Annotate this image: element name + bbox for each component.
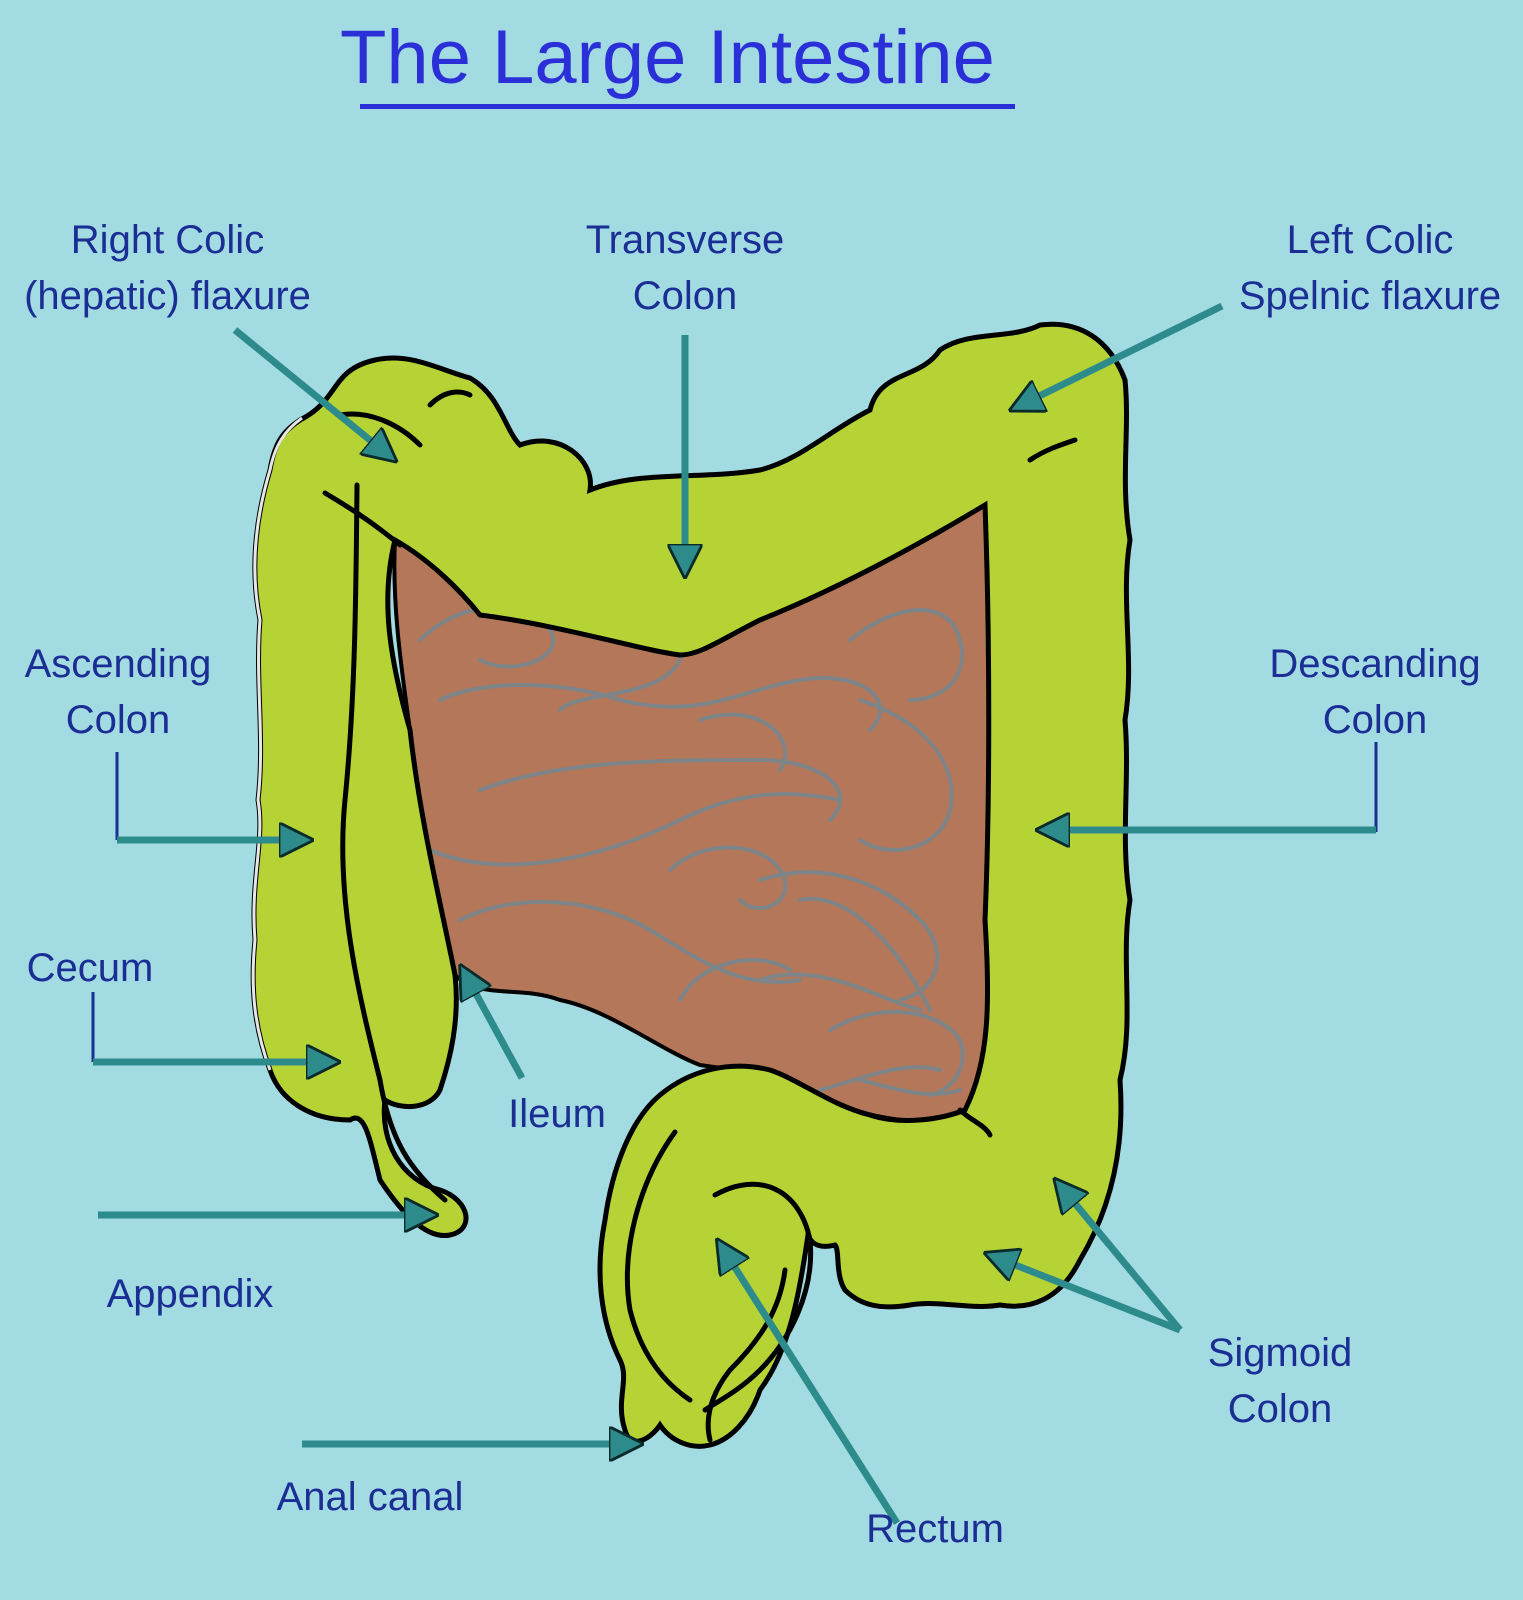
pointer-arrows [93,302,1376,1525]
label-rectum: Rectum [866,1507,1004,1551]
arrow-left-colic [1015,302,1224,408]
arrow-right-colic [232,327,392,458]
colon-highlight [251,416,303,1071]
small-intestine-coils [418,605,965,1097]
diagram-title: The Large Intestine [340,15,995,100]
colon-outline-details [322,389,1078,1443]
arrow-ileum [463,970,526,1080]
colon [250,321,1133,1449]
label-cecum: Cecum [26,946,154,990]
title-underline [360,104,1015,109]
label-anal-canal: Anal canal [276,1475,464,1519]
label-ileum: Ileum [508,1092,606,1136]
arrow-sigmoid-upper [1058,1183,1183,1333]
leader-lines [91,742,1378,1062]
arrow-sigmoid-lower [990,1255,1182,1334]
arrow-rectum [720,1244,900,1525]
label-right-colic: Right Colic(hepatic) flaxure [24,218,311,318]
label-appendix: Appendix [106,1272,274,1316]
